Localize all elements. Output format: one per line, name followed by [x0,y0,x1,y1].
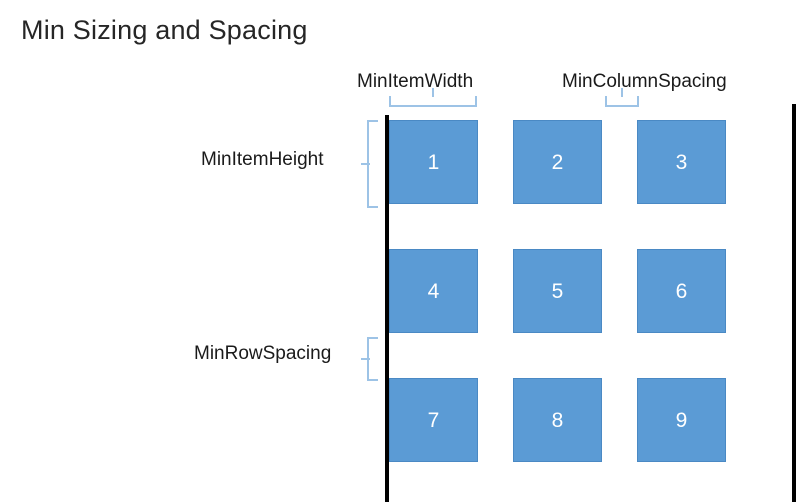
bracket-min-item-height [361,120,378,208]
label-min-item-height: MinItemHeight [201,149,324,170]
bracket-tick-icon [361,358,370,360]
grid-item[interactable]: 8 [513,378,602,462]
grid-item[interactable]: 7 [389,378,478,462]
bracket-tick-icon [361,163,370,165]
label-min-item-width: MinItemWidth [357,71,474,92]
grid-item[interactable]: 3 [637,120,726,204]
left-boundary-rail [385,115,389,502]
page-title: Min Sizing and Spacing [21,15,308,45]
grid-item[interactable]: 4 [389,249,478,333]
bracket-min-item-width [389,88,477,107]
bracket-min-column-spacing [605,88,639,107]
grid-item[interactable]: 1 [389,120,478,204]
grid-item[interactable]: 5 [513,249,602,333]
bracket-min-row-spacing [361,337,378,381]
right-boundary-rail [792,104,796,502]
item-grid: 1 2 3 4 5 6 7 8 9 [389,120,726,462]
label-min-column-spacing: MinColumnSpacing [562,71,727,92]
label-min-row-spacing: MinRowSpacing [194,343,332,364]
bracket-tick-icon [621,88,623,97]
bracket-tick-icon [432,88,434,97]
grid-item[interactable]: 2 [513,120,602,204]
grid-item[interactable]: 9 [637,378,726,462]
grid-item[interactable]: 6 [637,249,726,333]
